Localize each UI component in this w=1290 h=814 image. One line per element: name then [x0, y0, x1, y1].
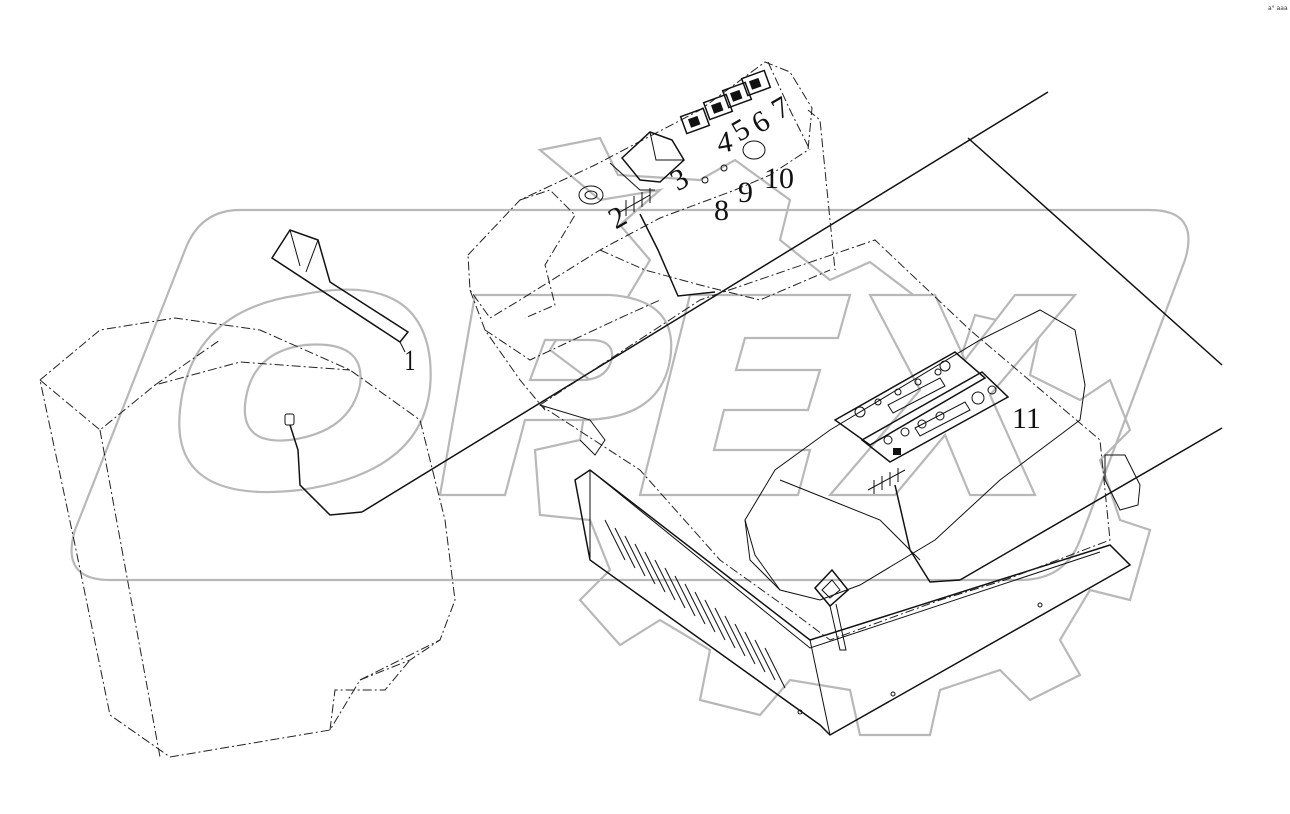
upper-control-panel	[467, 61, 836, 411]
callout-10: 10	[764, 162, 794, 195]
watermark-letter-o	[178, 288, 432, 494]
leader-lines	[361, 91, 1223, 581]
watermark-letter-x	[827, 293, 1078, 497]
plug-connector	[284, 413, 363, 516]
corner-mark: a° aaa	[1268, 5, 1288, 12]
callout-9: 9	[738, 176, 753, 209]
callout-11: 11	[1012, 402, 1041, 435]
callout-7: 7	[766, 90, 795, 126]
part-1-wedge	[270, 229, 410, 353]
callout-1: 1	[404, 343, 415, 377]
left-console-outline	[39, 317, 456, 758]
watermark-band	[70, 208, 1190, 582]
lower-right-assembly	[539, 239, 1141, 736]
callout-8: 8	[714, 194, 729, 227]
watermark-letter-e	[638, 293, 852, 497]
callout-4: 4	[714, 125, 735, 160]
